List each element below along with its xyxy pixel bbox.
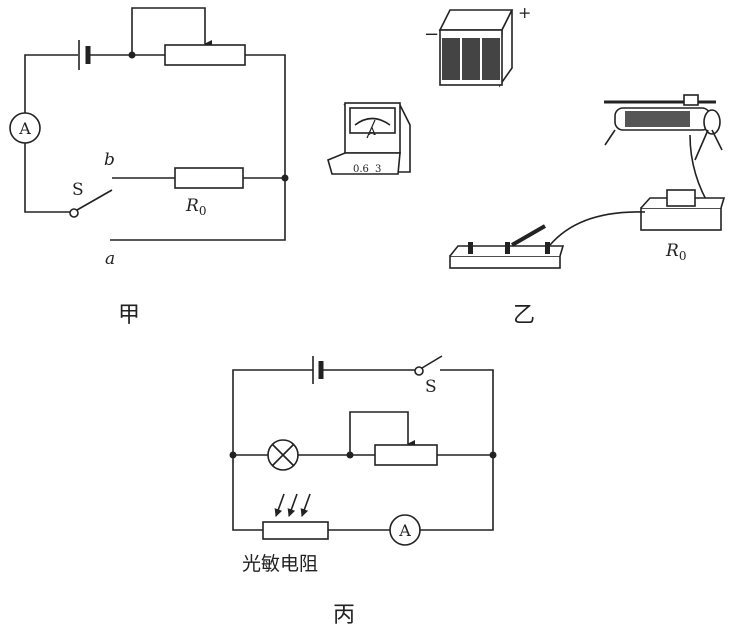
junction-node bbox=[281, 174, 289, 182]
circuit-jia: A S b R0 a 甲 bbox=[9, 7, 289, 328]
ammeter-range-3: 3 bbox=[375, 164, 381, 175]
photoresistor bbox=[262, 521, 329, 540]
light-arrows bbox=[274, 493, 311, 517]
wire bbox=[549, 211, 646, 246]
terminal-a-label: a bbox=[105, 249, 115, 269]
circuit-bing: S A 光敏电阻 丙 bbox=[229, 355, 497, 628]
junction-node bbox=[489, 451, 497, 459]
rheostat-slider-wire bbox=[349, 411, 415, 455]
ammeter bbox=[389, 514, 421, 546]
switch-blade bbox=[421, 355, 443, 369]
junction-node bbox=[229, 451, 237, 459]
r0-label: R0 bbox=[665, 241, 686, 263]
r0-label: R0 bbox=[185, 196, 206, 218]
switch-label: S bbox=[72, 180, 84, 200]
battery-minus-label: − bbox=[424, 24, 439, 45]
switch-terminal bbox=[414, 366, 424, 376]
rheostat bbox=[374, 444, 438, 466]
switch-label: S bbox=[425, 377, 437, 397]
battery-pack: − + bbox=[424, 3, 531, 88]
rheostat-slider-wire bbox=[131, 7, 212, 55]
ammeter-device: A 0.6 3 bbox=[327, 102, 411, 175]
battery-plus-label: + bbox=[518, 3, 531, 22]
wire-main bbox=[232, 369, 494, 531]
apparatus-yi: − + A 0.6 3 R0 bbox=[327, 3, 726, 328]
rheostat-device bbox=[604, 94, 723, 161]
resistor-r0 bbox=[174, 167, 244, 189]
caption-yi: 乙 bbox=[513, 303, 535, 328]
switch-blade bbox=[76, 189, 113, 211]
rheostat bbox=[164, 44, 246, 66]
wire-main bbox=[24, 54, 286, 241]
terminal-b-label: b bbox=[104, 150, 115, 170]
resistor-r0-board: R0 bbox=[640, 189, 726, 263]
ammeter-device-label: A bbox=[367, 125, 377, 138]
ammeter-label: A bbox=[18, 119, 31, 138]
caption-jia: 甲 bbox=[118, 303, 140, 328]
photoresistor-label: 光敏电阻 bbox=[242, 553, 318, 575]
ammeter-label: A bbox=[398, 521, 411, 540]
lamp-cross bbox=[271, 443, 295, 467]
ammeter-range-06: 0.6 bbox=[353, 164, 369, 175]
wire-left bbox=[24, 143, 70, 213]
caption-bing: 丙 bbox=[333, 603, 355, 628]
switch-terminal bbox=[69, 208, 79, 218]
switch-board bbox=[449, 224, 565, 269]
